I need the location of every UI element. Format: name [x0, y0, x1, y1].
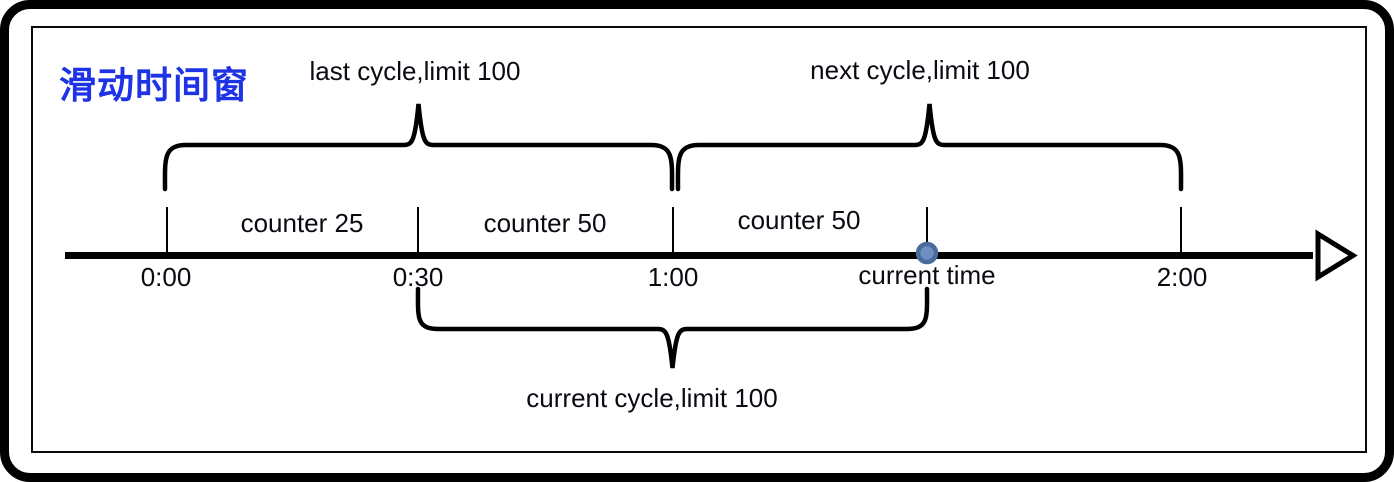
- label-counter-segment-2: counter 50: [483, 208, 607, 238]
- label-last-cycle: last cycle,limit 100: [309, 56, 521, 86]
- brace-next-cycle: [675, 103, 1184, 192]
- brace-last-cycle: [162, 103, 675, 192]
- label-next-cycle: next cycle,limit 100: [810, 55, 1030, 85]
- brace-current-cycle: [415, 286, 930, 369]
- current-time-dot: [915, 241, 939, 265]
- tick-label-0-30: 0:30: [392, 262, 444, 292]
- label-counter-segment-1: counter 25: [240, 208, 364, 238]
- inner-frame-border: [31, 26, 1367, 453]
- tick-label-2-00: 2:00: [1156, 262, 1208, 292]
- label-current-cycle: current cycle,limit 100: [526, 383, 778, 413]
- timeline-arrowhead-icon: [1315, 229, 1358, 282]
- diagram-title: 滑动时间窗: [59, 65, 249, 106]
- tick-label-1-00: 1:00: [647, 262, 699, 292]
- tick-label-0-00: 0:00: [140, 262, 192, 292]
- tick-label-current-time: current time: [858, 260, 996, 290]
- label-counter-segment-3: counter 50: [737, 205, 861, 235]
